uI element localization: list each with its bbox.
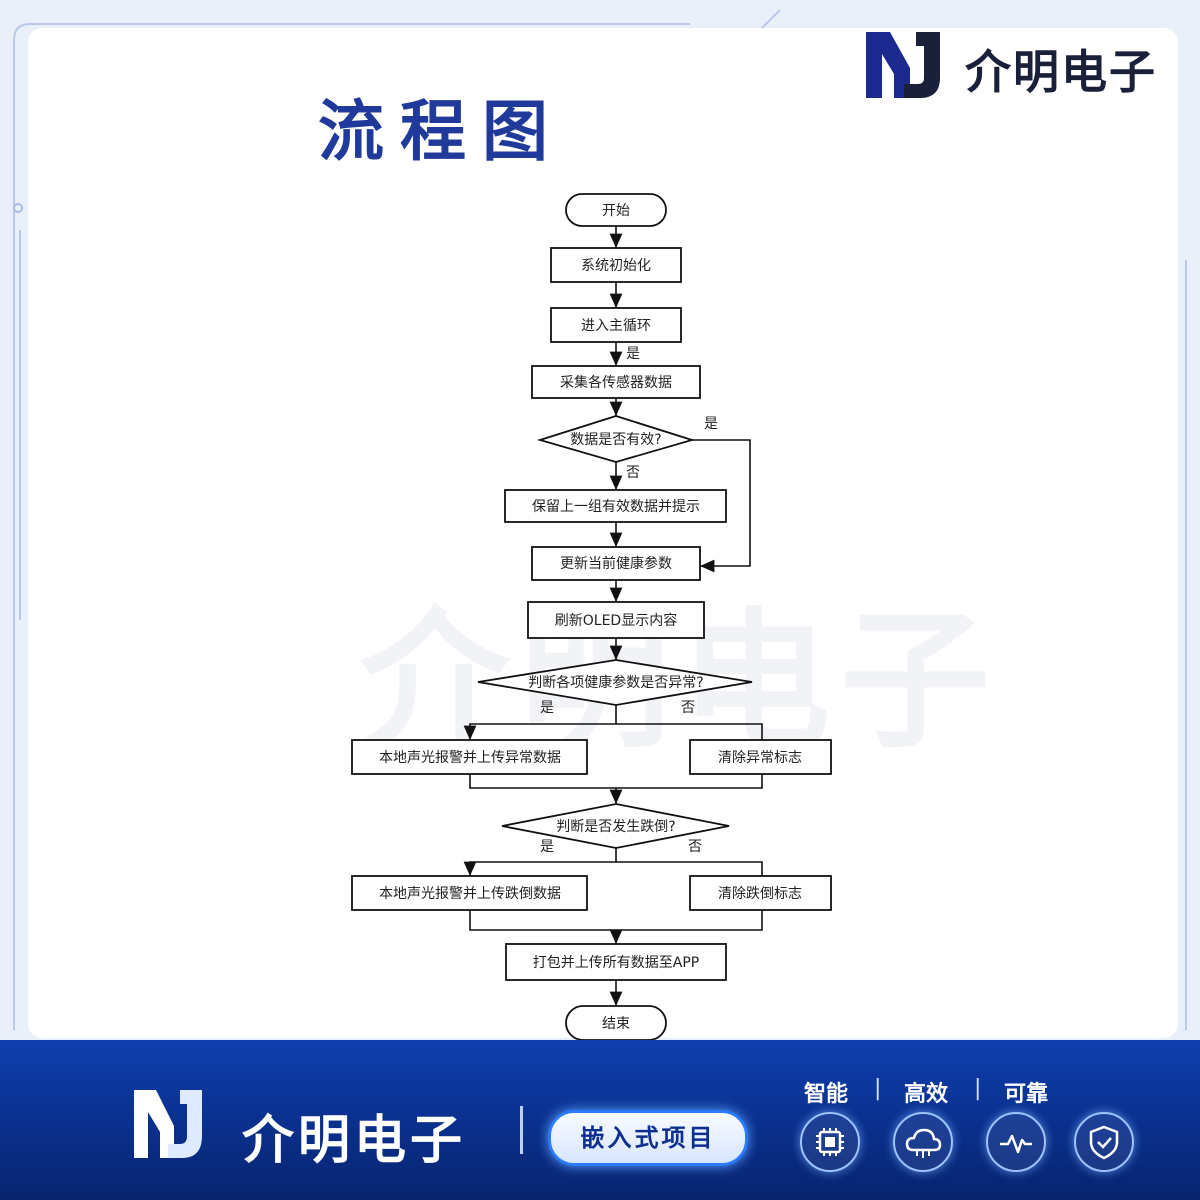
shield-check-icon xyxy=(1074,1112,1134,1172)
arrow-abnormal-yes xyxy=(463,705,617,740)
node-collect xyxy=(531,365,701,399)
slogan-separator: | xyxy=(874,1076,882,1101)
cloud-icon xyxy=(893,1112,953,1172)
node-main-loop xyxy=(550,307,682,343)
arrow-abnormal-no xyxy=(616,723,763,740)
label-fall-check: 判断是否发生跌倒? xyxy=(556,819,675,835)
node-clear-fall xyxy=(689,875,832,911)
label-valid-check: 数据是否有效? xyxy=(570,432,661,448)
label-pack-upload: 打包并上传所有数据至APP xyxy=(533,954,699,971)
label-abnormal-yes: 是 xyxy=(540,700,554,716)
label-alarm-abnormal: 本地声光报警并上传异常数据 xyxy=(379,750,561,766)
chip-icon xyxy=(800,1112,860,1172)
label-fall-no: 否 xyxy=(688,839,702,855)
slogan-separator: | xyxy=(974,1076,982,1101)
project-tag: 嵌入式项目 xyxy=(548,1110,748,1166)
label-alarm-fall: 本地声光报警并上传跌倒数据 xyxy=(379,886,561,902)
footer-logo-icon xyxy=(134,1090,202,1158)
footer-brand-name: 介明电子 xyxy=(242,1111,467,1171)
label-valid-no: 否 xyxy=(626,465,640,481)
heartbeat-icon xyxy=(986,1112,1046,1172)
footer-divider xyxy=(520,1106,523,1154)
node-refresh xyxy=(527,601,705,639)
node-fall-check xyxy=(501,803,730,849)
node-start xyxy=(565,193,667,227)
label-abnormal-check: 判断各项健康参数是否异常? xyxy=(528,674,703,691)
node-clear-abnormal xyxy=(689,739,832,775)
label-end: 结束 xyxy=(602,1016,630,1032)
slogan-reliable: 可靠 xyxy=(1004,1082,1049,1107)
label-start: 开始 xyxy=(602,203,630,219)
label-loop-yes: 是 xyxy=(626,346,640,362)
slogan-efficient: 高效 xyxy=(904,1082,949,1107)
arrow-valid-yes-update xyxy=(692,439,751,573)
node-valid-check xyxy=(536,415,696,463)
arrow-fall-yes xyxy=(463,848,617,876)
label-main-loop: 进入主循环 xyxy=(581,318,651,334)
node-alarm-fall xyxy=(351,875,588,911)
label-fall-yes: 是 xyxy=(540,839,554,855)
label-init: 系统初始化 xyxy=(581,257,651,274)
page-title: 流程图 xyxy=(318,93,564,170)
label-clear-fall: 清除跌倒标志 xyxy=(718,886,802,902)
label-valid-yes: 是 xyxy=(704,416,718,432)
brand-name: 介明电子 xyxy=(965,45,1157,99)
merge-fall xyxy=(469,910,763,931)
node-init xyxy=(550,247,682,283)
label-update: 更新当前健康参数 xyxy=(560,555,672,572)
label-abnormal-no: 否 xyxy=(681,700,695,716)
arrow-fall-no xyxy=(616,861,763,876)
node-abnormal-check xyxy=(477,659,753,706)
label-refresh: 刷新OLED显示内容 xyxy=(555,612,677,629)
node-update xyxy=(531,546,701,581)
label-clear-abnormal: 清除异常标志 xyxy=(718,750,802,766)
merge-abnormal xyxy=(469,774,763,789)
node-alarm-abnormal xyxy=(351,739,588,775)
label-keep-last: 保留上一组有效数据并提示 xyxy=(532,499,700,515)
label-collect: 采集各传感器数据 xyxy=(560,374,672,391)
slogan-smart: 智能 xyxy=(804,1082,849,1107)
node-keep-last xyxy=(504,489,727,523)
node-pack-upload xyxy=(505,943,727,981)
brand-logo-icon xyxy=(866,32,940,98)
